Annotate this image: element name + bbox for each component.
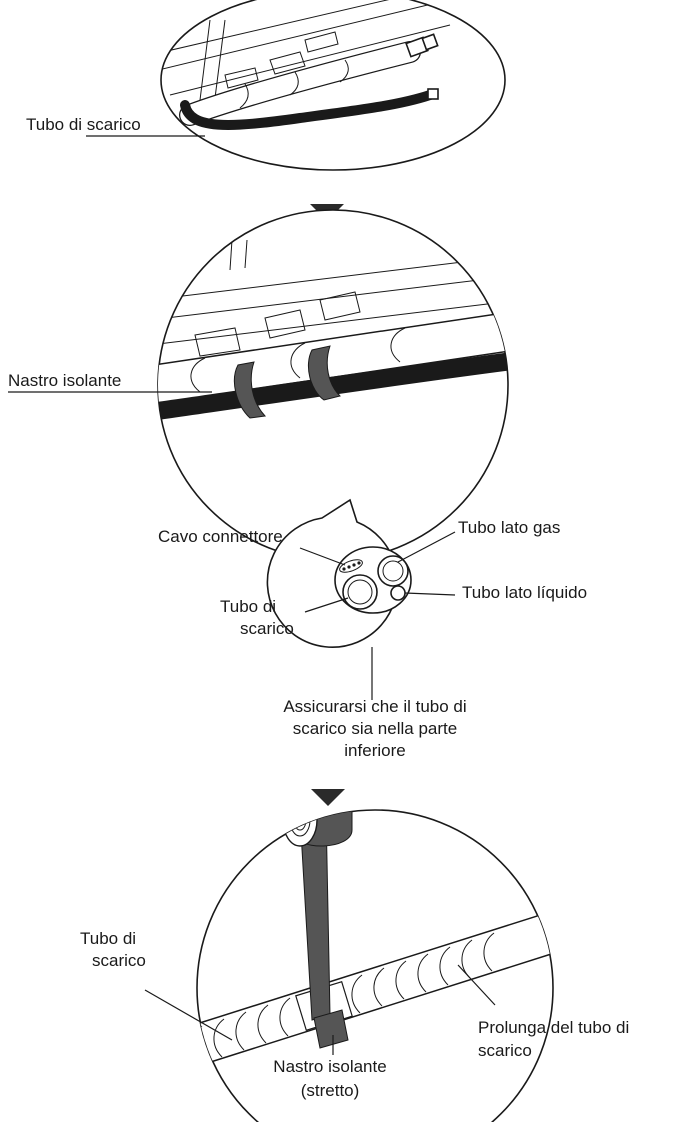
- label-connector-cable: Cavo connettore: [158, 527, 283, 546]
- panel-2-taping: Nastro isolante Cavo connettore Tubo lat…: [8, 209, 587, 760]
- label-insulating-tape: Nastro isolante: [8, 371, 121, 390]
- label-liquid-pipe: Tubo lato líquido: [462, 583, 587, 602]
- label-tape-line-2: (stretto): [301, 1081, 360, 1100]
- leader-extension: [457, 964, 496, 1006]
- label-extension-line-1: Prolunga del tubo di: [478, 1018, 629, 1037]
- leader-drain-hose: [144, 989, 233, 1041]
- gas-pipe-section: [377, 555, 409, 587]
- detail-circle: [196, 809, 554, 1122]
- extension-drawing: [197, 810, 553, 1081]
- leader-liquid-pipe: [404, 592, 456, 596]
- taped-pipes-drawing: [158, 239, 508, 421]
- note-line-2: scarico sia nella parte: [293, 719, 457, 738]
- detail-ellipse: [160, 0, 506, 171]
- label-drain-line-1: Tubo di: [80, 929, 136, 948]
- label-gas-pipe: Tubo lato gas: [458, 518, 560, 537]
- leader-gas-pipe: [397, 531, 456, 563]
- unit-piping-drawing: [161, 0, 451, 130]
- tape-roll: [282, 810, 318, 847]
- liquid-pipe-section: [390, 585, 406, 601]
- label-tape-line-1: Nastro isolante: [273, 1057, 386, 1076]
- cross-section: [334, 546, 412, 614]
- label-drain-line-1: Tubo di: [220, 597, 276, 616]
- note-line-1: Assicurarsi che il tubo di: [283, 697, 466, 716]
- connector-cable-section: [339, 559, 363, 573]
- label-drain-line-2: scarico: [92, 951, 146, 970]
- arrow-down-icon: [311, 789, 345, 806]
- panel-1-indoor-unit: Tubo di scarico: [26, 0, 506, 171]
- label-drain-line-2: scarico: [240, 619, 294, 638]
- label-drain-hose: Tubo di scarico: [26, 115, 141, 134]
- panel-3-extension: Tubo di scarico Prolunga del tubo di sca…: [80, 809, 629, 1122]
- leader-drain-hose-section: [304, 597, 349, 613]
- label-extension-line-2: scarico: [478, 1041, 532, 1060]
- leader-connector-cable: [299, 547, 346, 566]
- note-line-3: inferiore: [344, 741, 405, 760]
